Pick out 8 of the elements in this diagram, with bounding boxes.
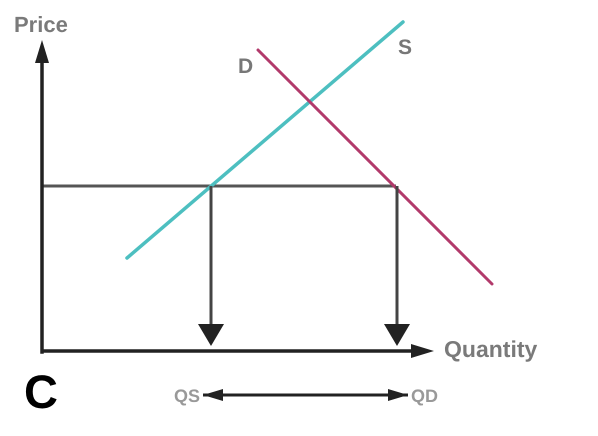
panel-letter: C xyxy=(24,368,58,415)
quantity-label: QD xyxy=(411,387,438,405)
quantity-label: QS xyxy=(174,387,200,405)
curve-label: S xyxy=(398,37,412,58)
curve-label: D xyxy=(238,56,254,77)
axis-label: Quantity xyxy=(444,338,538,361)
double-arrow xyxy=(203,389,408,401)
axis-label: Price xyxy=(14,14,68,36)
